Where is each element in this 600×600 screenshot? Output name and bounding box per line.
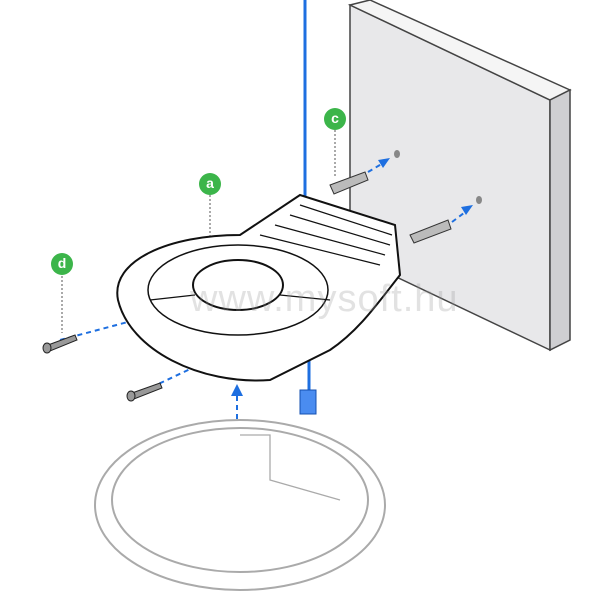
callout-a: a: [199, 173, 221, 195]
watermark: www.mysoft.hu: [190, 278, 459, 320]
screws: [42, 334, 163, 402]
mounting-bracket: [116, 193, 402, 382]
leader-lines: [61, 130, 336, 333]
callout-c: c: [324, 108, 346, 130]
callout-d: d: [51, 253, 73, 275]
access-point: [94, 419, 386, 591]
wall-anchors: [329, 171, 452, 244]
wall: [347, 0, 572, 352]
